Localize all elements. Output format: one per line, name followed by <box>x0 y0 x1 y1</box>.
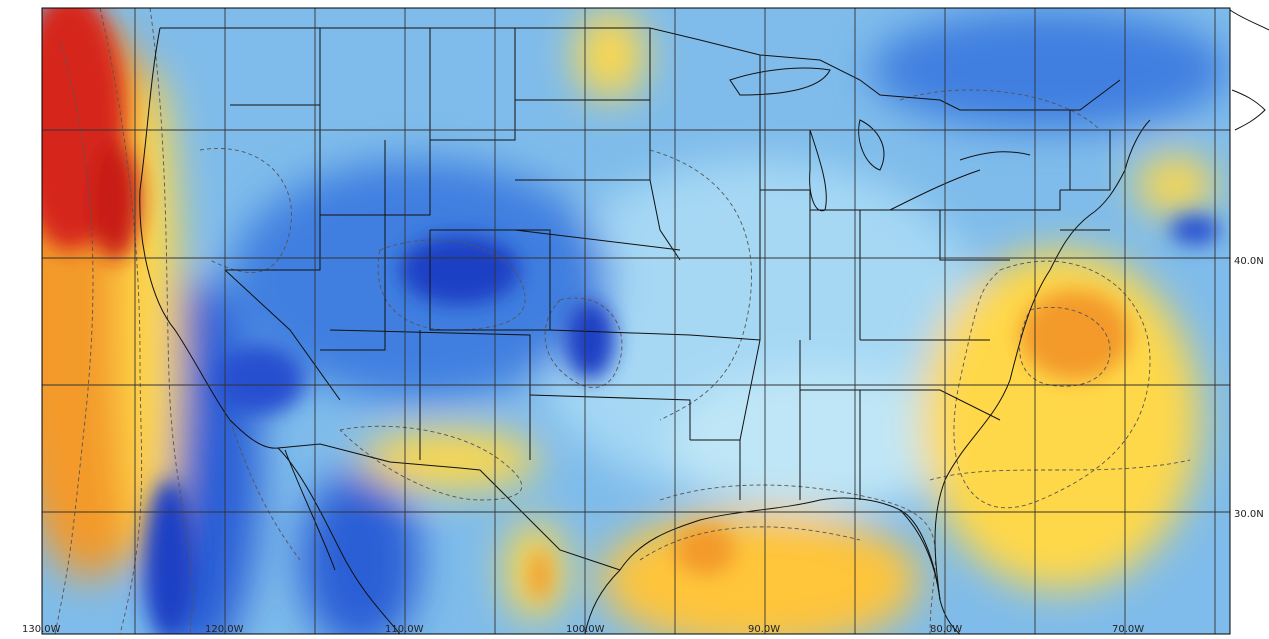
blob-yellow-nova <box>1135 155 1215 215</box>
blob-orange-mexico <box>530 550 550 600</box>
state-lines-east <box>739 55 1061 500</box>
blob-pale-south <box>670 370 970 510</box>
lat-label-30n: 30.0N <box>1234 509 1264 520</box>
state-lines-northeast <box>1060 110 1111 231</box>
state-lines-central <box>514 28 761 500</box>
lon-label-130w: 130.0W <box>22 624 61 635</box>
great-lakes-huron <box>858 119 885 171</box>
mexico-west-coast <box>277 447 401 634</box>
blob-deep-blue-5 <box>1170 215 1220 245</box>
plot-frame <box>41 7 1231 635</box>
lat-label-40n: 40.0N <box>1234 256 1264 267</box>
right-margin-coast <box>1229 9 1269 131</box>
lon-label-70w: 70.0W <box>1112 624 1144 635</box>
lon-label-90w: 90.0W <box>748 624 780 635</box>
blob-deep-blue-3 <box>145 480 195 634</box>
blob-deep-blue-4 <box>215 345 305 415</box>
florida <box>899 509 961 634</box>
data-field <box>42 8 1230 634</box>
blob-deep-blue-2 <box>565 300 615 380</box>
blob-yellow-mexico <box>360 430 540 490</box>
lon-label-80w: 80.0W <box>930 624 962 635</box>
mexico-east-coast <box>584 569 621 634</box>
longitude-labels: 130.0W 120.0W 110.0W 100.0W 90.0W 80.0W … <box>22 624 1144 635</box>
blob-orange-gulf-core <box>675 525 735 575</box>
west-coast <box>139 27 279 449</box>
baja-peninsula <box>284 449 336 571</box>
dashed-contours <box>54 8 1191 634</box>
blob-orange-atlantic <box>1020 290 1130 380</box>
blob-deep-blue-1 <box>400 235 520 305</box>
great-lakes-erie <box>889 169 981 211</box>
gulf-coast <box>619 497 941 601</box>
lon-label-110w: 110.0W <box>385 624 424 635</box>
lon-label-100w: 100.0W <box>566 624 605 635</box>
great-lakes-michigan <box>809 129 827 212</box>
lon-label-120w: 120.0W <box>205 624 244 635</box>
east-coast <box>934 119 1151 601</box>
blob-blue-northeast <box>870 10 1230 130</box>
great-lakes-superior <box>729 67 831 96</box>
graticule <box>42 8 1230 634</box>
political-borders <box>139 27 1151 634</box>
blob-blue-mexico <box>300 470 420 634</box>
blob-red-pacific <box>90 140 140 260</box>
latitude-labels: 40.0N 30.0N <box>1234 256 1264 520</box>
blob-yellow-north <box>575 10 645 100</box>
great-lakes-ontario <box>959 151 1031 161</box>
